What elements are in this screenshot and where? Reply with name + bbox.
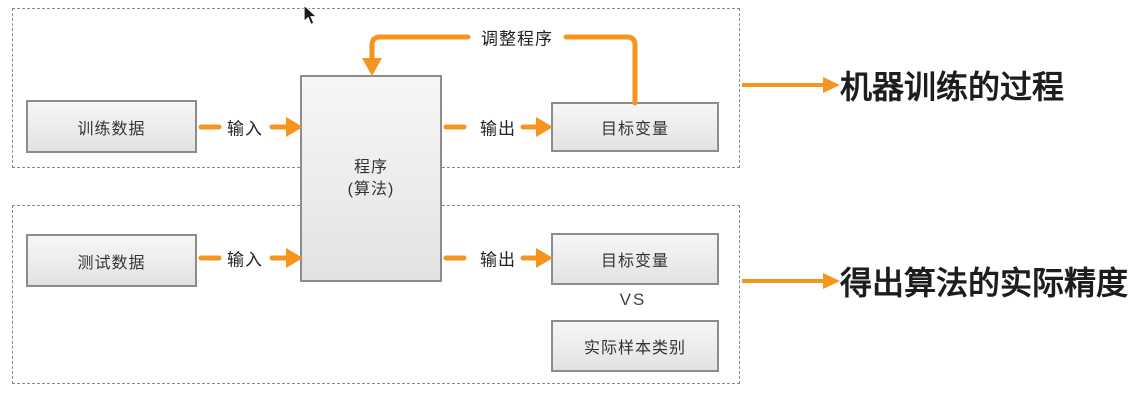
arrowhead-callout-train [823,77,840,93]
arrowhead-callout-test [823,273,840,289]
versus-label: VS [619,290,647,309]
target-variable-test-node: 目标变量 [551,233,719,285]
input-label-test: 输入 [227,250,263,270]
train-data-node: 训练数据 [26,100,197,153]
target-variable-train-label: 目标变量 [600,121,669,138]
callout-test-accuracy: 得出算法的实际精度 [840,265,1129,301]
output-label-test: 输出 [480,250,516,270]
program-label-line2: (算法) [347,180,395,198]
callout-training-process: 机器训练的过程 [840,69,1065,105]
output-label-train: 输出 [480,119,516,139]
target-variable-test-label: 目标变量 [600,253,669,270]
callout-lines [742,83,824,283]
feedback-adjust-label: 调整程序 [481,29,553,49]
program-label-line1: 程序 [353,158,388,176]
train-data-label: 训练数据 [77,120,146,138]
test-data-label: 测试数据 [77,254,146,272]
actual-sample-class-node: 实际样本类别 [551,320,719,372]
target-variable-train-node: 目标变量 [551,102,719,152]
input-label-train: 输入 [227,119,263,139]
test-data-node: 测试数据 [26,234,197,287]
actual-sample-class-label: 实际样本类别 [583,340,686,357]
program-algorithm-node: 程序 (算法) [300,75,442,282]
